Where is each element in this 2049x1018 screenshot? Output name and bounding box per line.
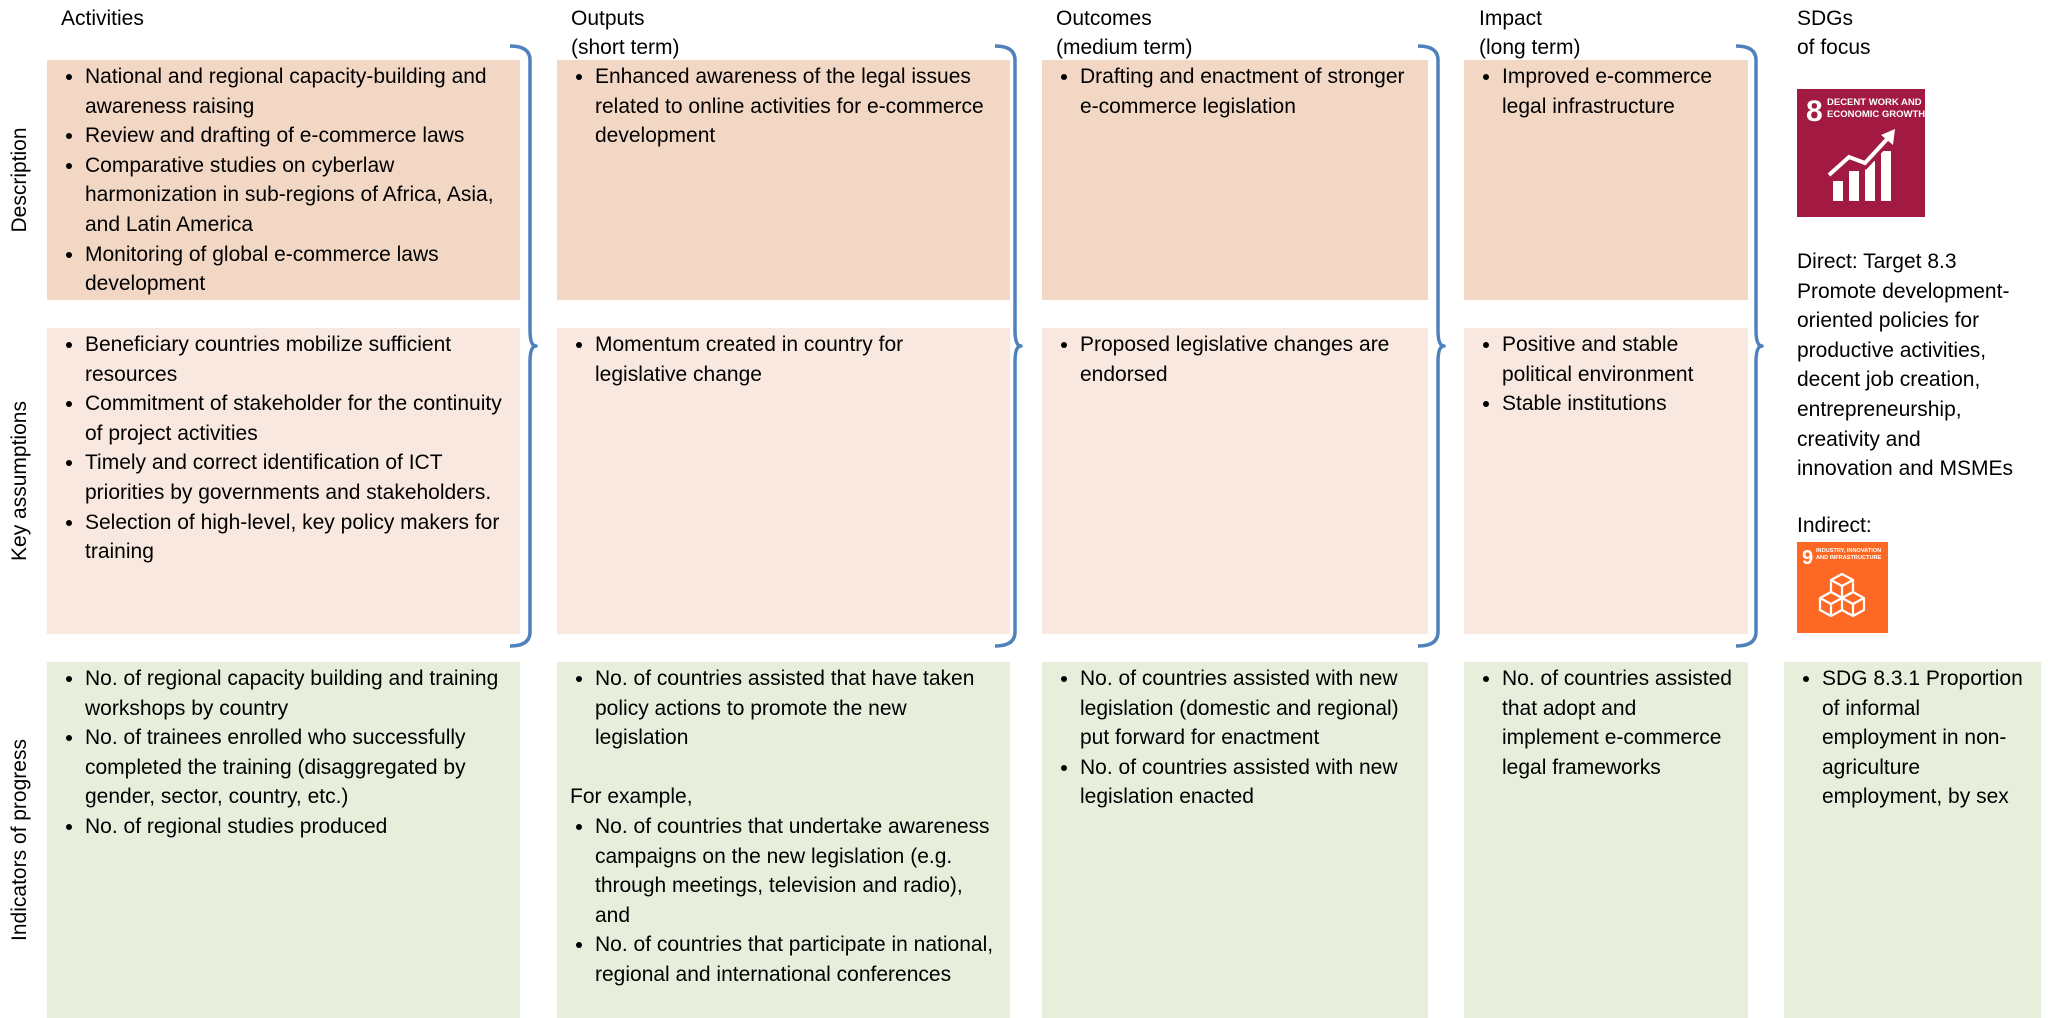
header-outputs-subtitle: (short term) (571, 36, 680, 59)
cell-indicators-impact: No. of countries assisted that adopt and… (1464, 662, 1748, 1018)
list-item: No. of countries that participate in nat… (595, 930, 998, 989)
list-item: National and regional capacity-building … (85, 62, 508, 121)
brace-outcomes (1417, 44, 1446, 648)
brace-impact (1735, 44, 1764, 648)
sdg-direct-target: Direct: Target 8.3 Promote development- … (1797, 247, 2013, 484)
header-outputs: Outputs (short term) (571, 4, 680, 62)
list-item: No. of countries assisted with new legis… (1080, 753, 1416, 812)
header-outcomes-title: Outcomes (1056, 7, 1152, 30)
header-outcomes-subtitle: (medium term) (1056, 36, 1193, 59)
list-item: Commitment of stakeholder for the contin… (85, 389, 508, 448)
sdg-direct-line: creativity and (1797, 427, 1921, 451)
list-item: No. of countries that undertake awarenes… (595, 812, 998, 930)
list-item: Selection of high-level, key policy make… (85, 508, 508, 567)
sdg8-number: 8 (1806, 95, 1823, 128)
header-outputs-title: Outputs (571, 7, 645, 30)
list-item: No. of countries assisted that adopt and… (1502, 664, 1736, 782)
brace-activities (509, 44, 538, 648)
list-item: No. of regional capacity building and tr… (85, 664, 508, 723)
cell-description-activities: National and regional capacity-building … (47, 60, 520, 300)
list-item: No. of countries assisted with new legis… (1080, 664, 1416, 753)
list-item: Positive and stable political environmen… (1502, 330, 1736, 389)
header-activities-title: Activities (61, 7, 144, 30)
list-item: No. of trainees enrolled who successfull… (85, 723, 508, 812)
sdg9-icon: 9 INDUSTRY, INNOVATION AND INFRASTRUCTUR… (1797, 542, 1888, 633)
cell-assumptions-outcomes: Proposed legislative changes are endorse… (1042, 328, 1428, 634)
sdg-indirect-text: Indirect: (1797, 514, 1872, 537)
sdg-indirect-label: Indirect: (1797, 511, 1872, 541)
header-activities: Activities (61, 4, 144, 33)
list-item: Stable institutions (1502, 389, 1736, 419)
cell-assumptions-impact: Positive and stable political environmen… (1464, 328, 1748, 634)
row-label-description: Description (4, 60, 36, 300)
sdg9-title-line: AND INFRASTRUCTURE (1816, 555, 1882, 561)
list-item: Timely and correct identification of ICT… (85, 448, 508, 507)
row-label-assumptions-text: Key assumptions (8, 401, 31, 561)
sdg8-icon: 8 DECENT WORK AND ECONOMIC GROWTH (1797, 89, 1925, 217)
cell-description-impact: Improved e-commerce legal infrastructure (1464, 60, 1748, 300)
brace-outputs (994, 44, 1023, 648)
cell-indicators-outcomes: No. of countries assisted with new legis… (1042, 662, 1428, 1018)
cell-indicators-sdgs: SDG 8.3.1 Proportion of informal employm… (1784, 662, 2041, 1018)
header-outcomes: Outcomes (medium term) (1056, 4, 1193, 62)
list-item: No. of regional studies produced (85, 812, 508, 842)
header-sdgs-subtitle: of focus (1797, 36, 1871, 59)
list-item: Monitoring of global e-commerce laws dev… (85, 240, 508, 299)
cell-description-outputs: Enhanced awareness of the legal issues r… (557, 60, 1010, 300)
sdg9-number: 9 (1802, 547, 1813, 569)
header-impact: Impact (long term) (1479, 4, 1581, 62)
header-impact-title: Impact (1479, 7, 1543, 30)
list-item: Comparative studies on cyberlaw harmoniz… (85, 151, 508, 240)
sdg-direct-line: oriented policies for (1797, 309, 1980, 333)
sdg-direct-line: productive activities, (1797, 338, 1987, 362)
example-label: For example, (570, 785, 693, 809)
sdg-direct-line: Direct: Target 8.3 (1797, 250, 1957, 273)
list-item: Beneficiary countries mobilize sufficien… (85, 330, 508, 389)
list-item: Improved e-commerce legal infrastructure (1502, 62, 1736, 121)
row-label-indicators: Indicators of progress (4, 662, 36, 1018)
cell-assumptions-outputs: Momentum created in country for legislat… (557, 328, 1010, 634)
header-sdgs: SDGs of focus (1797, 4, 1871, 62)
cell-assumptions-activities: Beneficiary countries mobilize sufficien… (47, 328, 520, 634)
list-item: Review and drafting of e-commerce laws (85, 121, 508, 151)
list-item: No. of countries assisted that have take… (595, 664, 998, 753)
cell-indicators-outputs: No. of countries assisted that have take… (557, 662, 1010, 1018)
sdg8-title-line: ECONOMIC GROWTH (1827, 109, 1925, 120)
sdg-direct-line: Promote development- (1797, 279, 2010, 303)
cell-indicators-activities: No. of regional capacity building and tr… (47, 662, 520, 1018)
row-label-indicators-text: Indicators of progress (8, 739, 31, 941)
sdg9-title-line: INDUSTRY, INNOVATION (1816, 548, 1881, 554)
header-sdgs-title: SDGs (1797, 7, 1854, 30)
list-item: Momentum created in country for legislat… (595, 330, 998, 389)
list-item: Proposed legislative changes are endorse… (1080, 330, 1416, 389)
sdg-direct-line: innovation and MSMEs (1797, 457, 2013, 481)
row-label-description-text: Description (8, 127, 31, 233)
sdg-direct-line: decent job creation, (1797, 368, 1981, 392)
row-label-assumptions: Key assumptions (4, 328, 36, 634)
list-item: Enhanced awareness of the legal issues r… (595, 62, 998, 151)
list-item: Drafting and enactment of stronger e-com… (1080, 62, 1416, 121)
list-item: SDG 8.3.1 Proportion of informal employm… (1822, 664, 2029, 812)
header-impact-subtitle: (long term) (1479, 36, 1581, 59)
sdg-direct-line: entrepreneurship, (1797, 397, 1962, 421)
cell-description-outcomes: Drafting and enactment of stronger e-com… (1042, 60, 1428, 300)
sdg8-title-line: DECENT WORK AND (1827, 97, 1922, 108)
